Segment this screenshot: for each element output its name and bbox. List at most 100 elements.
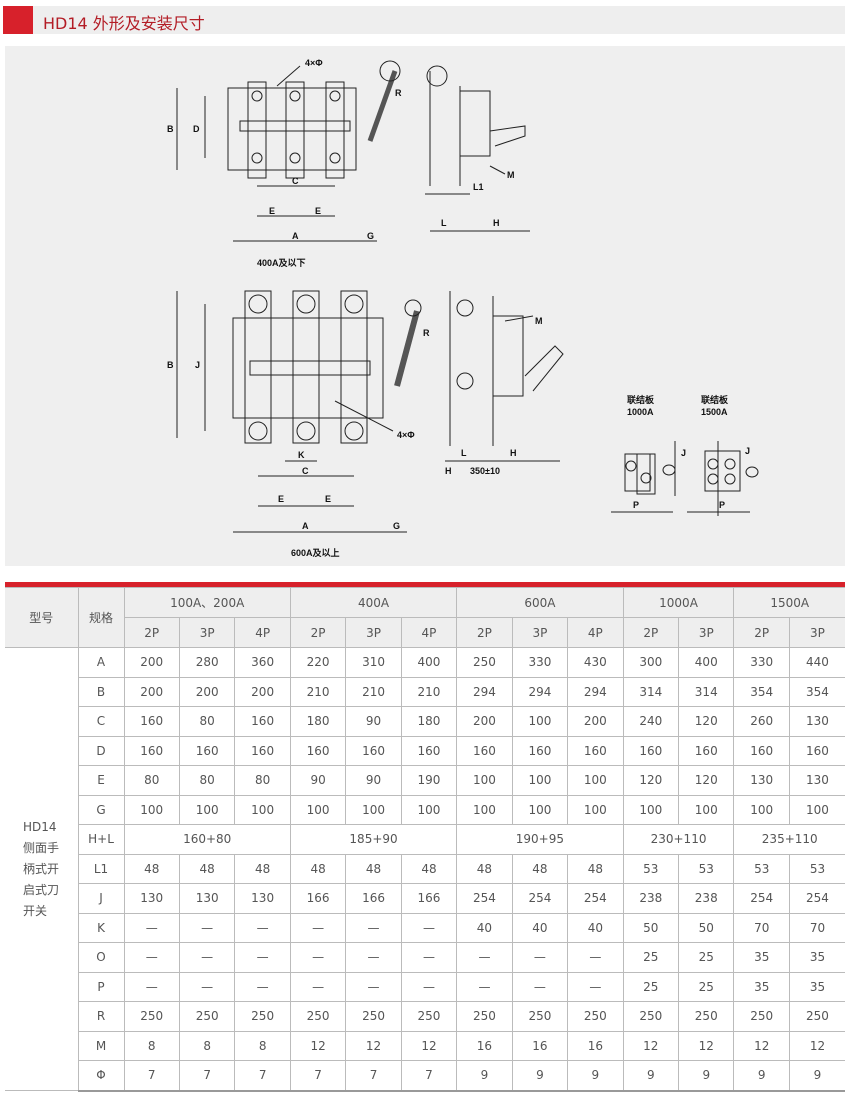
table-cell: 400: [678, 647, 735, 678]
section-title: HD14 外形及安装尺寸: [43, 14, 205, 33]
table-cell: 35: [788, 942, 845, 973]
table-cell: 210: [289, 676, 347, 707]
label-a: A: [292, 231, 299, 241]
table-cell: 360: [234, 647, 291, 678]
table-cell: 9: [733, 1060, 790, 1092]
table-cell: —: [123, 912, 180, 943]
table-cell: 35: [733, 942, 790, 973]
table-cell: 160: [345, 735, 402, 766]
table-cell: —: [289, 971, 347, 1002]
table-cell: —: [456, 942, 513, 973]
spec-key: K: [78, 912, 125, 943]
table-cell: 16: [511, 1030, 569, 1061]
table-cell: 25: [678, 971, 735, 1002]
table-cell: 70: [788, 912, 845, 943]
table-cell: 250: [400, 1001, 458, 1032]
table-cell: 9: [788, 1060, 845, 1092]
table-cell: —: [567, 971, 624, 1002]
label-b: B: [167, 360, 174, 370]
table-cell: 7: [289, 1060, 347, 1092]
col-poles: 3P: [511, 617, 569, 648]
table-cell: 35: [788, 971, 845, 1002]
table-cell: 48: [400, 853, 458, 884]
table-cell: 12: [678, 1030, 735, 1061]
table-cell: 7: [178, 1060, 236, 1092]
table-cell: 166: [400, 883, 458, 914]
table-cell: 35: [733, 971, 790, 1002]
table-cell: 238: [678, 883, 735, 914]
table-cell: 16: [567, 1030, 624, 1061]
label-e: E: [315, 206, 321, 216]
table-cell: 190+95: [456, 824, 624, 855]
spec-key: E: [78, 765, 125, 796]
col-group-rating: 100A、200A: [123, 587, 291, 618]
table-cell: —: [234, 971, 291, 1002]
table-cell: 9: [456, 1060, 513, 1092]
table-cell: 25: [622, 971, 680, 1002]
table-cell: 238: [622, 883, 680, 914]
table-cell: 48: [289, 853, 347, 884]
plate-title: 联结板: [627, 394, 655, 405]
table-cell: 254: [733, 883, 790, 914]
spec-key: P: [78, 971, 125, 1002]
label-l: L: [461, 448, 467, 458]
spec-key: M: [78, 1030, 125, 1061]
table-cell: 310: [345, 647, 402, 678]
table-cell: 200: [234, 676, 291, 707]
table-cell: —: [123, 971, 180, 1002]
table-cell: 40: [511, 912, 569, 943]
caption-400a: 400A及以下: [257, 258, 306, 268]
table-cell: 160+80: [123, 824, 291, 855]
table-cell: 240: [622, 706, 680, 737]
table-cell: 220: [289, 647, 347, 678]
col-spec: 规格: [77, 587, 125, 648]
table-cell: 254: [456, 883, 513, 914]
table-cell: 100: [345, 794, 402, 825]
spec-key: D: [78, 735, 125, 766]
table-cell: 48: [511, 853, 569, 884]
table-cell: 166: [345, 883, 402, 914]
table-cell: —: [456, 971, 513, 1002]
dimension-drawing: 4×Φ B D C E E A G R M L1 L H 400A及以下 B J…: [167, 58, 759, 558]
table-cell: 70: [733, 912, 790, 943]
section-header: HD14 外形及安装尺寸: [3, 6, 845, 34]
label-e: E: [278, 494, 284, 504]
table-cell: 100: [678, 794, 735, 825]
table-cell: 160: [178, 735, 236, 766]
label-l: L: [441, 218, 447, 228]
table-cell: 8: [123, 1030, 180, 1061]
table-cell: 12: [733, 1030, 790, 1061]
col-poles: 3P: [178, 617, 236, 648]
spec-key: A: [77, 647, 125, 678]
table-cell: —: [345, 971, 402, 1002]
table-cell: 160: [733, 735, 790, 766]
label-j: J: [745, 446, 750, 456]
table-cell: 80: [234, 765, 291, 796]
model-name-line: 开关: [23, 903, 48, 918]
label-e: E: [325, 494, 331, 504]
col-poles: 2P: [124, 617, 180, 648]
table-cell: 185+90: [289, 824, 458, 855]
label-h: H: [510, 448, 517, 458]
table-cell: 80: [178, 765, 236, 796]
table-cell: —: [123, 942, 180, 973]
table-cell: —: [234, 912, 291, 943]
spec-key: O: [78, 942, 125, 973]
table-cell: 8: [234, 1030, 291, 1061]
table-cell: 250: [456, 647, 513, 678]
table-cell: 160: [511, 735, 569, 766]
table-cell: 8: [178, 1030, 236, 1061]
table-cell: —: [400, 971, 458, 1002]
table-cell: 180: [289, 706, 347, 737]
table-cell: 90: [345, 706, 402, 737]
table-cell: 40: [567, 912, 624, 943]
table-cell: 314: [622, 676, 680, 707]
table-cell: 48: [178, 853, 236, 884]
table-cell: —: [345, 942, 402, 973]
table-cell: 400: [400, 647, 458, 678]
plate-rating: 1000A: [627, 407, 654, 417]
table-cell: 280: [178, 647, 236, 678]
